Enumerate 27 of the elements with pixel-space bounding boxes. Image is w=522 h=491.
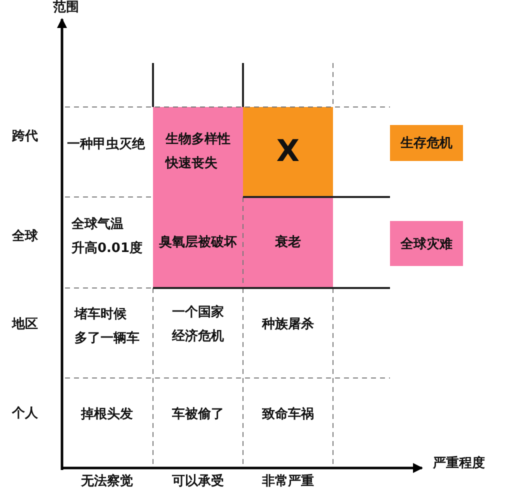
- cell-text: 堵车时候多了一辆车: [74, 306, 140, 348]
- risk-cell: [243, 107, 333, 197]
- column-label: 无法察觉: [81, 472, 133, 491]
- cell-text: 全球气温升高0.01度: [71, 216, 143, 258]
- cell-text: 衰老: [275, 234, 301, 252]
- cell-text: 车被偷了: [172, 406, 224, 424]
- row-label: 地区: [12, 316, 38, 334]
- cell-text: 臭氧层被破坏: [159, 234, 237, 252]
- cell-text: X: [276, 140, 300, 164]
- column-label: 非常严重: [262, 472, 314, 491]
- cell-text: 一种甲虫灭绝: [67, 136, 145, 154]
- cell-text: 种族屠杀: [262, 316, 314, 334]
- risk-cell: [153, 107, 243, 197]
- cell-text: 生物多样性快速丧失: [166, 131, 230, 173]
- column-label: 可以承受: [172, 472, 224, 491]
- cell-text: 致命车祸: [262, 406, 314, 424]
- risk-cell: [153, 197, 243, 288]
- legend-label: 生存危机: [400, 135, 452, 152]
- row-label: 个人: [12, 405, 38, 423]
- row-label: 跨代: [12, 128, 38, 146]
- risk-cell: [243, 197, 333, 288]
- cell-text: 一个国家经济危机: [172, 304, 224, 346]
- axis-title: 范围: [53, 0, 79, 17]
- axis-title: 严重程度: [433, 454, 485, 473]
- row-label: 全球: [12, 228, 38, 246]
- cell-text: 掉根头发: [81, 406, 133, 424]
- legend-label: 全球灾难: [400, 236, 452, 252]
